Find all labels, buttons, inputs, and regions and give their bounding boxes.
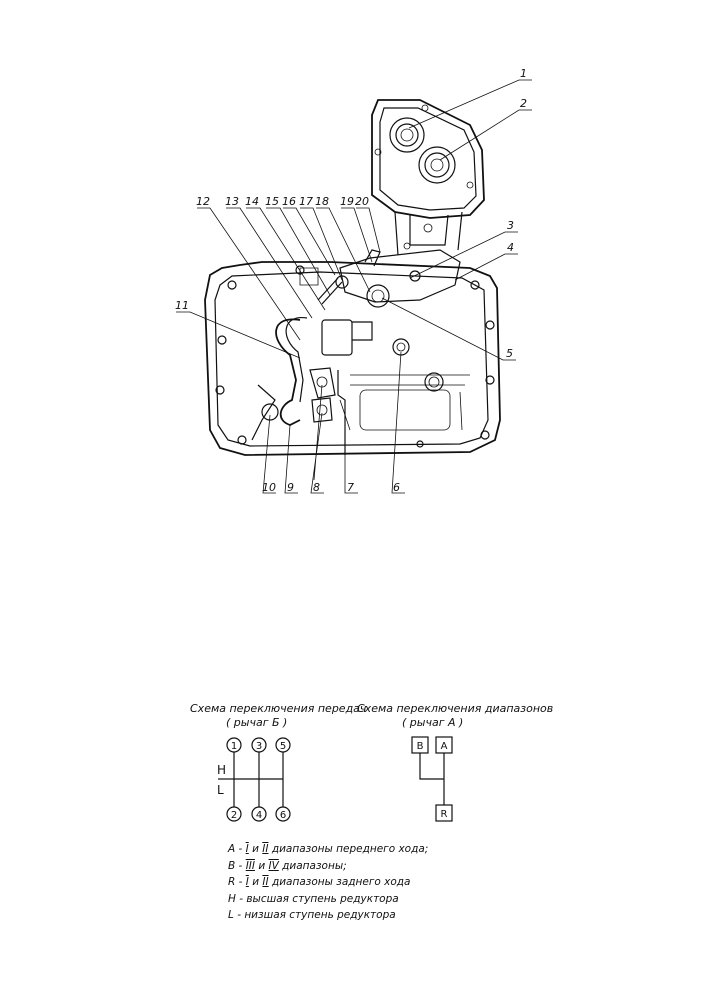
gear-scheme-subtitle: ( рычаг Б ) — [226, 716, 288, 729]
legend-a: A - I и II диапазоны переднего хода; — [228, 843, 428, 855]
callout-2: 2 — [520, 97, 527, 110]
callout-20: 20 — [355, 195, 369, 208]
legend-b-text: диапазоны; — [282, 860, 347, 872]
legend-b-mid: и — [258, 860, 266, 872]
legend-r-key: R - — [228, 876, 243, 888]
callout-4: 4 — [507, 241, 514, 254]
callout-5: 5 — [506, 347, 513, 360]
range-position-b: B — [417, 741, 424, 752]
callout-7: 7 — [347, 481, 354, 494]
gear-h-label: H — [217, 763, 226, 777]
legend-r-mid: и — [252, 876, 260, 888]
pipe-loop — [251, 317, 346, 455]
range-scheme-subtitle: ( рычаг А ) — [402, 716, 464, 729]
legend-l: L - низшая ступень редуктора — [228, 909, 396, 921]
callout-13: 13 — [225, 195, 239, 208]
flange-holes — [215, 265, 495, 448]
gear-position-4: 4 — [256, 810, 262, 821]
upper-gear-casing — [371, 99, 485, 256]
gear-shift-scheme: 1 3 5 2 4 6 H L — [217, 737, 291, 822]
callout-16: 16 — [282, 195, 296, 208]
legend-r-text: диапазоны заднего хода — [271, 876, 411, 888]
legend-a-key: A - — [228, 843, 243, 855]
callout-8: 8 — [313, 481, 320, 494]
range-position-r: R — [441, 809, 448, 820]
legend-r: R - I и II диапазоны заднего хода — [228, 876, 410, 888]
legend-b-r1: III — [245, 860, 255, 872]
legend-a-r1: I — [245, 843, 249, 855]
gear-position-3: 3 — [256, 741, 262, 752]
gearbox-housing — [204, 261, 501, 456]
legend-b-r2: IV — [268, 860, 279, 872]
callout-6: 6 — [393, 481, 400, 494]
legend-r-r2: II — [262, 876, 269, 888]
callout-14: 14 — [245, 195, 259, 208]
gear-position-2: 2 — [231, 810, 237, 821]
callout-17: 17 — [299, 195, 313, 208]
legend-b-key: B - — [228, 860, 243, 872]
callout-1: 1 — [520, 67, 527, 80]
callout-3: 3 — [507, 219, 514, 232]
callout-9: 9 — [287, 481, 294, 494]
legend-r-r1: I — [245, 876, 249, 888]
legend-h: H - высшая ступень редуктора — [228, 893, 399, 905]
callout-labels: 1 2 3 4 5 6 7 8 9 10 11 12 13 14 15 16 1… — [175, 67, 527, 494]
legend-a-text: диапазоны переднего хода; — [271, 843, 429, 855]
legend-a-mid: и — [252, 843, 259, 855]
leader-lines — [176, 79, 532, 494]
gear-position-1: 1 — [231, 741, 237, 752]
lever-assembly — [299, 249, 461, 356]
range-shift-scheme: B A R — [411, 736, 453, 822]
legend-b: B - III и IV диапазоны; — [228, 860, 347, 872]
gear-l-label: L — [217, 783, 224, 797]
callout-15: 15 — [265, 195, 279, 208]
callout-18: 18 — [315, 195, 329, 208]
range-position-a: A — [441, 741, 448, 752]
callout-10: 10 — [262, 481, 276, 494]
range-scheme-title: Схема переключения диапазонов — [357, 702, 554, 715]
callout-12: 12 — [196, 195, 210, 208]
gear-scheme-title: Схема переключения передач — [190, 702, 367, 715]
gear-position-6: 6 — [280, 810, 286, 821]
callout-19: 19 — [340, 195, 354, 208]
gear-position-5: 5 — [280, 741, 286, 752]
legend-a-r2: II — [262, 843, 269, 855]
callout-11: 11 — [175, 299, 189, 312]
